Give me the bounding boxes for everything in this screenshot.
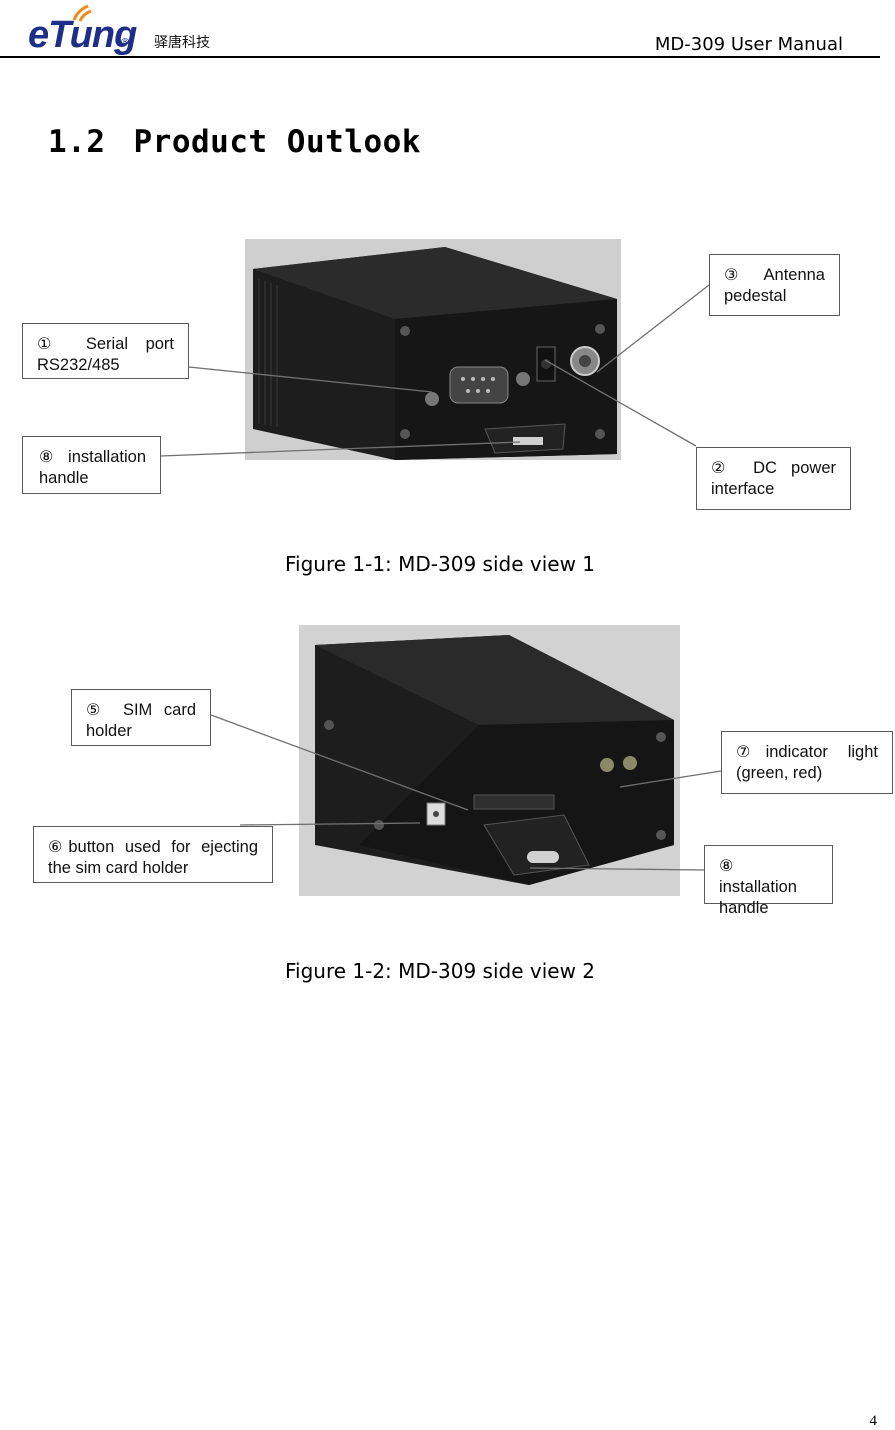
callout-number: ⑥	[48, 837, 69, 856]
callout-dc-power: ② DC power interface	[696, 447, 851, 510]
section-number: 1.2	[48, 124, 106, 160]
callout-number: ②	[711, 458, 735, 477]
callout-serial-port: ① Serial port RS232/485	[22, 323, 189, 379]
callout-text: indicator light (green, red)	[736, 743, 878, 782]
callout-installation-handle-1: ⑧ installation handle	[22, 436, 161, 494]
callout-number: ⑤	[86, 700, 108, 719]
figure-2-caption: Figure 1-2: MD-309 side view 2	[284, 959, 596, 983]
etung-logo: eTung ® 驿唐科技	[28, 2, 238, 56]
page-number: 4	[869, 1413, 878, 1429]
callout-text: Antenna pedestal	[724, 266, 825, 305]
signal-waves-icon	[72, 4, 92, 22]
callout-number: ③	[724, 265, 748, 284]
callout-number: ⑧	[39, 447, 57, 466]
header-divider	[0, 56, 880, 58]
callout-antenna-pedestal: ③ Antenna pedestal	[709, 254, 840, 316]
callout-number: ⑦	[736, 742, 766, 761]
callout-text: button used for ejecting the sim card ho…	[48, 838, 258, 877]
registered-mark: ®	[120, 37, 130, 48]
device-illustration-1	[245, 239, 621, 460]
callout-indicator-light: ⑦indicator light (green, red)	[721, 731, 893, 794]
callout-number: ①	[37, 334, 65, 353]
device-illustration-2	[299, 625, 680, 896]
section-heading: 1.2 Product Outlook	[48, 124, 421, 160]
callout-text: DC power interface	[711, 459, 837, 498]
device-photo-side-2	[299, 625, 680, 896]
callout-number: ⑧	[719, 856, 734, 875]
callout-sim-card-holder: ⑤ SIM card holder	[71, 689, 211, 746]
callout-text: Serial port RS232/485	[37, 335, 174, 374]
callout-text: installation handle	[719, 878, 797, 917]
logo-chinese-name: 驿唐科技	[154, 35, 210, 51]
callout-eject-button: ⑥button used for ejecting the sim card h…	[33, 826, 273, 883]
device-photo-side-1	[245, 239, 621, 460]
figure-1-caption: Figure 1-1: MD-309 side view 1	[284, 552, 596, 576]
logo-wordmark: eTung	[28, 14, 137, 56]
callout-text: installation handle	[39, 448, 146, 487]
section-title: Product Outlook	[133, 124, 421, 160]
callout-text: SIM card holder	[86, 701, 196, 740]
callout-installation-handle-2: ⑧ installation handle	[704, 845, 833, 917]
document-title: MD-309 User Manual	[654, 34, 843, 55]
